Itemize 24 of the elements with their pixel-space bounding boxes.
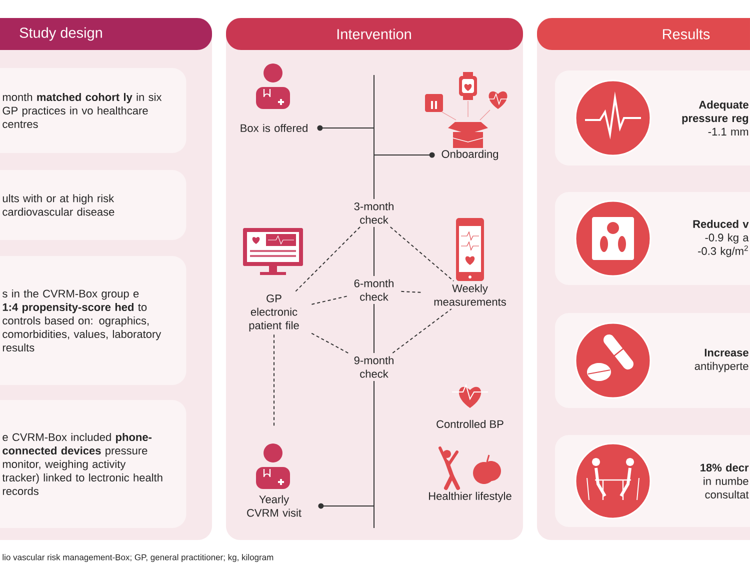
timeline-label: Weekly measurements [434,284,506,306]
dashed-connector [295,226,361,292]
timeline-label: 6-month check [354,279,394,301]
timeline-label: 3-month check [354,202,394,224]
dashed-connector [310,296,348,306]
timeline-line [318,503,374,509]
text-card: month matched cohort ly in six GP practices in vo healthcare centres [0,68,186,153]
timeline-label: Yearly CVRM visit [247,495,302,517]
icon-caption: Controlled BP [436,420,504,428]
text-card: s in the CVRM-Box group e 1:4 propensity-score hed to controls based on: ographics, comorbidities, values, laboratory results [0,256,186,385]
timeline-label: Box is offered [240,124,308,132]
text-card: e CVRM-Box included phone-connected devices pressure monitor, weighing activity tracker) linked to lectronic health records [0,400,186,528]
dashed-connector [310,332,349,354]
dashed-connector [400,290,422,293]
footnote: lio vascular risk management-Box; GP, general practitioner; kg, kilogram [2,554,274,562]
dashed-connector [390,226,454,282]
timeline-line [374,152,435,158]
text-card: ults with or at high risk cardiovascular disease [0,170,186,240]
dashed-connector [392,308,452,354]
timeline-label: GP electronic patient file [249,294,299,332]
timeline-label: Onboarding [442,150,498,160]
icon-caption: Healthier lifestyle [429,492,512,502]
timeline-label: 9-month check [354,356,394,378]
timeline-line [317,125,374,131]
